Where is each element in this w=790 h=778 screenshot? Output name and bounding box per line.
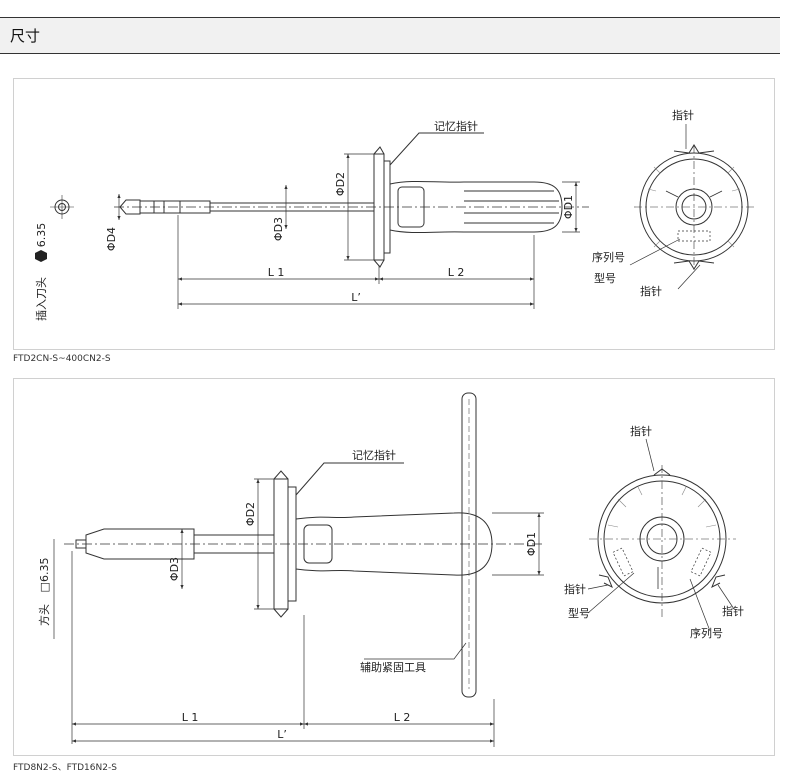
bit-size-label: 6.35 bbox=[35, 223, 48, 248]
d2-label: ΦD2 bbox=[334, 172, 347, 196]
square-size: 6.35 bbox=[38, 558, 51, 583]
d3-label-2: ΦD3 bbox=[168, 557, 181, 581]
d4-label: ΦD4 bbox=[105, 227, 118, 251]
square-note-label: 方头 bbox=[37, 604, 51, 626]
l1-label: L 1 bbox=[268, 266, 285, 279]
drawing-2: 记忆指针 指针 指针 型号 指针 序列号 辅助紧固工具 ΦD1 ΦD2 ΦD3 … bbox=[37, 392, 744, 747]
square-size-label: □6.35 bbox=[38, 558, 51, 593]
serial-label-2: 序列号 bbox=[690, 626, 723, 640]
drawing-panel-2: 记忆指针 指针 指针 型号 指针 序列号 辅助紧固工具 ΦD1 ΦD2 ΦD3 … bbox=[13, 378, 775, 756]
pointer-top-label: 指针 bbox=[672, 108, 694, 122]
pointer-bottom-label: 指针 bbox=[640, 284, 662, 298]
caption-1: FTD2CN-S~400CN2-S bbox=[13, 354, 111, 364]
serial-label: 序列号 bbox=[592, 250, 625, 264]
section-title: 尺寸 bbox=[10, 27, 41, 45]
l2-label: L 2 bbox=[448, 266, 465, 279]
memory-pointer-label: 记忆指针 bbox=[434, 119, 478, 133]
aux-tool-label: 辅助紧固工具 bbox=[360, 660, 426, 674]
l1-label-2: L 1 bbox=[182, 711, 199, 724]
bit-note-label: 插入刀头 bbox=[34, 277, 48, 321]
d2-label-2: ΦD2 bbox=[244, 502, 257, 526]
caption-2: FTD8N2-S、FTD16N2-S bbox=[13, 763, 117, 773]
d3-label: ΦD3 bbox=[272, 217, 285, 241]
pointer-left-label-2: 指针 bbox=[564, 582, 586, 596]
model-label: 型号 bbox=[594, 271, 616, 285]
pointer-top-label-2: 指针 bbox=[630, 424, 652, 438]
d1-label: ΦD1 bbox=[562, 195, 575, 219]
l2-label-2: L 2 bbox=[394, 711, 411, 724]
model-label-2: 型号 bbox=[568, 606, 590, 620]
drawing-panel-1: 记忆指针 指针 序列号 型号 指针 ΦD1 ΦD2 ΦD3 ΦD4 L 1 L … bbox=[13, 78, 775, 350]
section-header: 尺寸 bbox=[0, 17, 780, 54]
l-prime-label: L’ bbox=[351, 291, 361, 304]
memory-pointer-label-2: 记忆指针 bbox=[352, 448, 396, 462]
drawing-1: 记忆指针 指针 序列号 型号 指针 ΦD1 ΦD2 ΦD3 ΦD4 L 1 L … bbox=[34, 108, 754, 321]
square-prefix: □ bbox=[38, 582, 51, 592]
l-prime-label-2: L’ bbox=[277, 728, 287, 741]
d1-label-2: ΦD1 bbox=[525, 532, 538, 556]
pointer-right-label-2: 指针 bbox=[722, 604, 744, 618]
